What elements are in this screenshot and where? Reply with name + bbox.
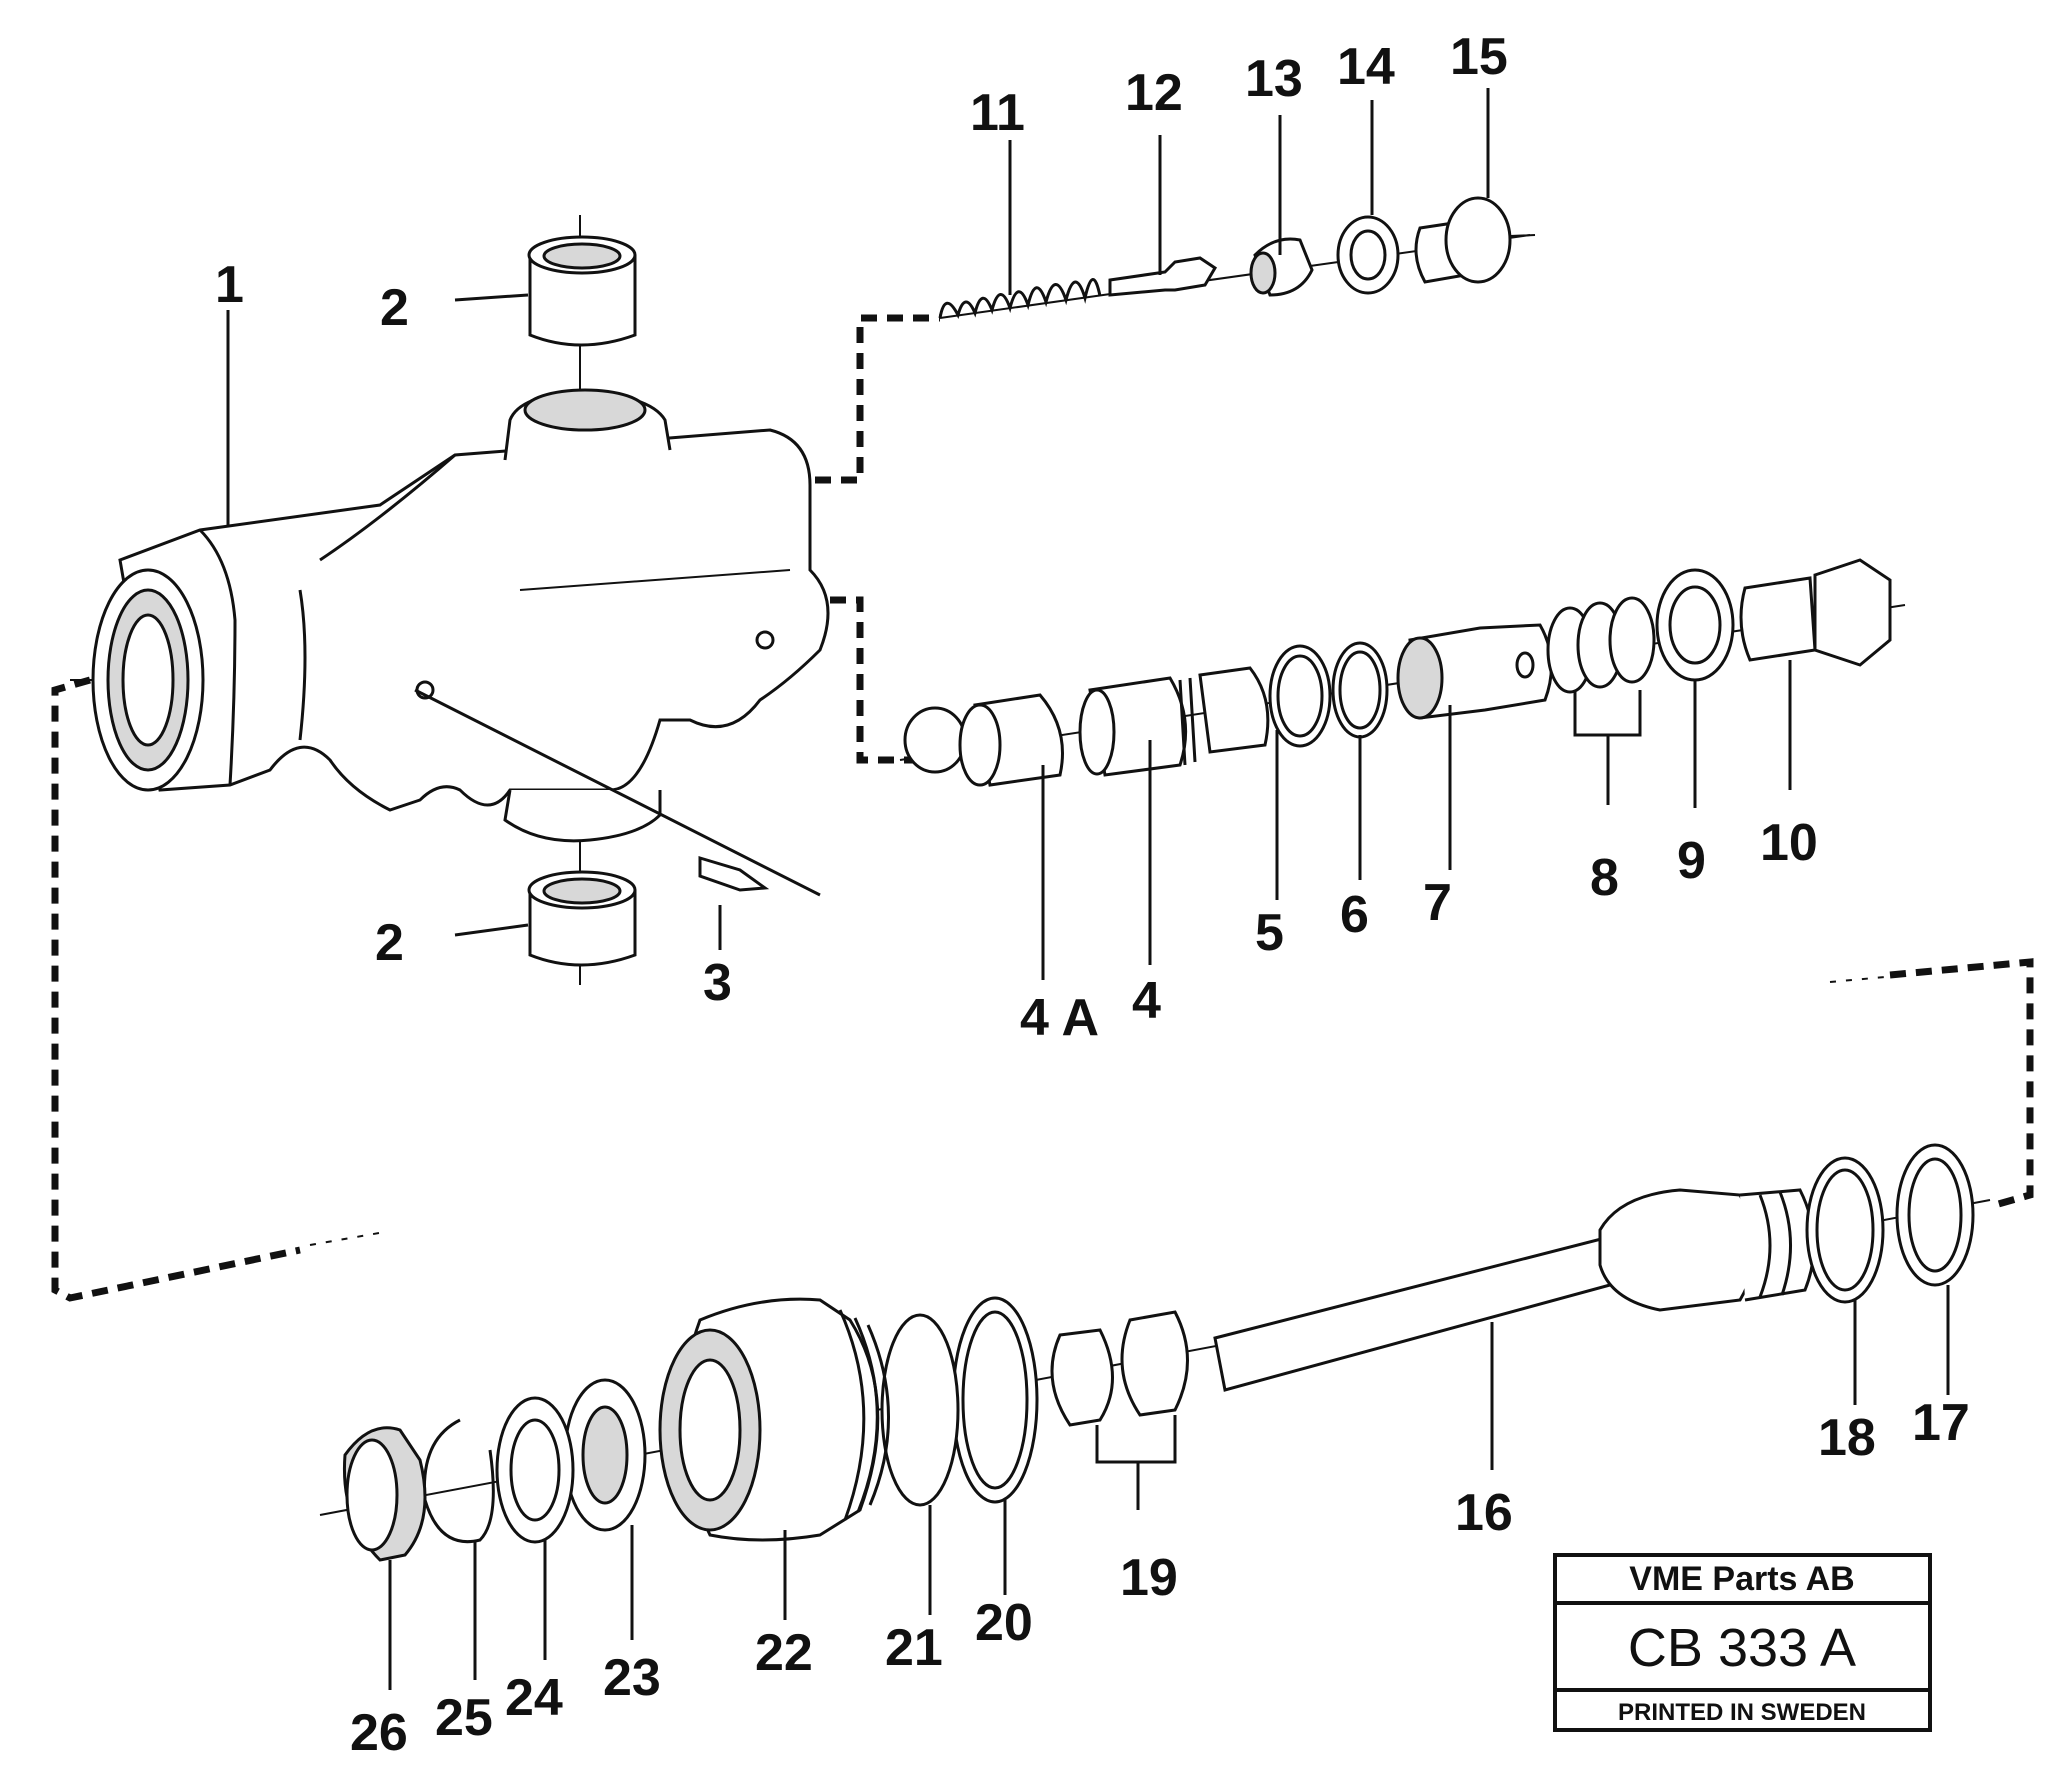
callout-2-top: 2 [380,279,409,337]
spool-4 [1078,666,1270,777]
gland-22 [658,1297,890,1542]
assembly-connector-lines [51,314,2034,1302]
callout-20: 20 [975,1594,1033,1652]
callout-10: 10 [1760,814,1818,872]
washer-9 [1655,568,1735,682]
callout-6: 6 [1340,886,1369,944]
callout-24: 24 [505,1669,563,1727]
circlip-25 [422,1418,495,1544]
guide-ring-18 [1805,1156,1885,1304]
bushing-bottom [527,870,637,967]
callout-25: 25 [435,1689,493,1747]
callout-7: 7 [1423,874,1452,932]
callout-5: 5 [1255,904,1284,962]
o-ring-5 [1268,644,1332,748]
o-ring-6 [1331,641,1389,739]
callout-4: 4 [1132,972,1161,1030]
title-block-footer: PRINTED IN SWEDEN [1618,1699,1866,1726]
plug [1414,196,1512,284]
callout-9: 9 [1677,832,1706,890]
callout-22: 22 [755,1624,813,1682]
callout-12: 12 [1125,64,1183,122]
sealing-washer [1336,215,1400,295]
pin [414,688,821,897]
callout-14: 14 [1337,38,1395,96]
o-ring-21 [880,1313,960,1507]
title-block-code: CB 333 A [1628,1618,1856,1678]
valve-housing [91,388,830,843]
split-rings-19 [1050,1310,1189,1427]
title-block-company: VME Parts AB [1629,1560,1854,1598]
callout-16: 16 [1455,1484,1513,1542]
seal-ring-17 [1895,1143,1975,1287]
callout-21: 21 [885,1619,943,1677]
leader-lines [226,88,1950,1690]
wiper-23 [563,1378,647,1532]
callout-26: 26 [350,1704,408,1762]
title-block: VME Parts AB CB 333 A PRINTED IN SWEDEN [1553,1553,1932,1732]
o-ring-20 [951,1296,1039,1504]
callout-18: 18 [1818,1409,1876,1467]
callout-1: 1 [215,256,244,314]
piston-rod-16 [1213,1188,1816,1392]
valve-seat [1249,237,1314,297]
shims-8 [1546,596,1656,694]
washer-24 [495,1396,575,1544]
callout-8: 8 [1590,849,1619,907]
spool-end-4a [903,693,1064,787]
end-cap-26 [342,1426,427,1562]
callout-15: 15 [1450,28,1508,86]
callout-19: 19 [1120,1549,1178,1607]
callout-4a: 4 A [1020,989,1099,1047]
valve-needle [1108,256,1218,297]
callout-3: 3 [703,954,732,1012]
callout-17: 17 [1912,1394,1970,1452]
callout-23: 23 [603,1649,661,1707]
callout-2-bottom: 2 [375,914,404,972]
callout-labels: 1 2 2 3 4 A 4 5 6 7 8 9 10 11 12 13 14 1… [215,28,1970,1762]
sleeve-7 [1396,623,1553,720]
bushing-top [527,235,637,347]
spring [938,278,1102,320]
callout-13: 13 [1245,50,1303,108]
callout-11: 11 [970,84,1025,142]
plug-10 [1739,558,1892,667]
